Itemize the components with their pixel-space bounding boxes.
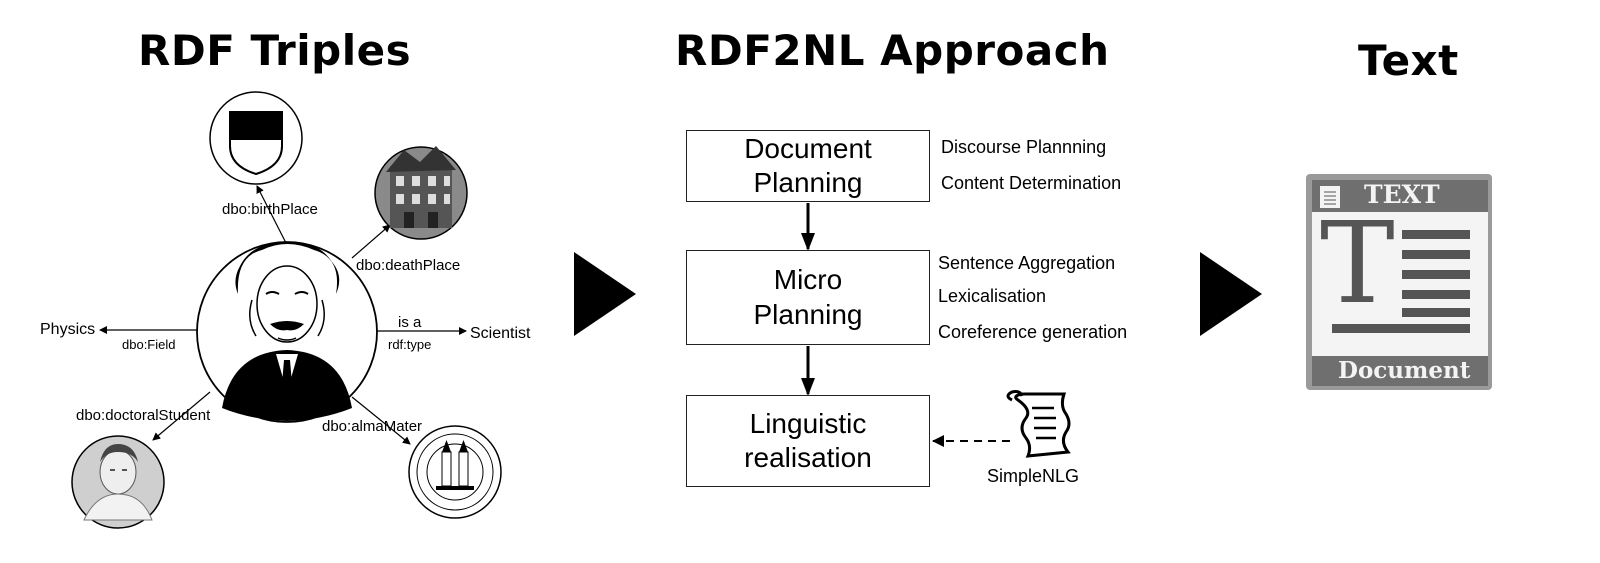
edge-birthplace [256, 185, 287, 244]
stage-document-planning-line2: Planning [753, 167, 863, 198]
stage-linguistic-realisation-line2: realisation [744, 442, 872, 473]
doctoral-student-portrait-image [71, 435, 165, 529]
document-icon-header: TEXT [1364, 180, 1440, 209]
edge-alma-mater [351, 396, 411, 445]
document-icon [1306, 174, 1492, 390]
label-birthplace: dbo:birthPlace [222, 201, 318, 218]
transition-arrow-right [1200, 252, 1262, 336]
stage-document-planning-line1: Document [744, 132, 872, 164]
note-sentence-aggregation: Sentence Aggregation [938, 253, 1116, 273]
note-coreference-generation: Coreference generation [938, 322, 1128, 342]
central-portrait-image [196, 241, 378, 423]
document-icon-letter: T [1320, 199, 1395, 329]
label-field: dbo:Field [122, 337, 176, 352]
alma-mater-seal-image [408, 425, 502, 519]
label-doctoral-student: dbo:doctoralStudent [76, 407, 211, 424]
label-deathplace: dbo:deathPlace [356, 257, 461, 274]
stage-micro-planning: Micro Planning [686, 250, 930, 345]
note-lexicalisation: Lexicalisation [938, 286, 1047, 306]
stage-micro-planning-line1: Micro [773, 264, 843, 296]
edge-doctoral-student [152, 391, 211, 441]
scroll-icon [1006, 390, 1071, 458]
stage-document-planning: Document Planning [686, 130, 930, 202]
stage-micro-planning-line2: Planning [753, 298, 863, 330]
label-is-a: is a [398, 314, 422, 331]
document-icon-footer: Document [1338, 357, 1471, 384]
heading-rdf2nl-approach: RDF2NL Approach [675, 26, 1110, 75]
stage-linguistic-realisation: Linguistic realisation [686, 395, 930, 487]
label-rdf-type: rdf:type [388, 337, 432, 352]
transition-arrow-left [574, 252, 636, 336]
deathplace-building-image [374, 146, 468, 240]
heading-text: Text [1358, 36, 1459, 85]
birthplace-coat-of-arms [209, 91, 303, 185]
node-physics: Physics [40, 321, 96, 338]
label-alma-mater: dbo:almaMater [322, 418, 423, 435]
heading-rdf-triples: RDF Triples [138, 26, 412, 75]
note-discourse-planning: Discourse Plannning [941, 137, 1107, 157]
node-scientist: Scientist [470, 325, 531, 342]
label-simplenlg: SimpleNLG [987, 466, 1080, 486]
note-content-determination: Content Determination [941, 173, 1122, 193]
stage-linguistic-realisation-line1: Linguistic [749, 407, 867, 439]
edge-deathplace [351, 224, 391, 259]
